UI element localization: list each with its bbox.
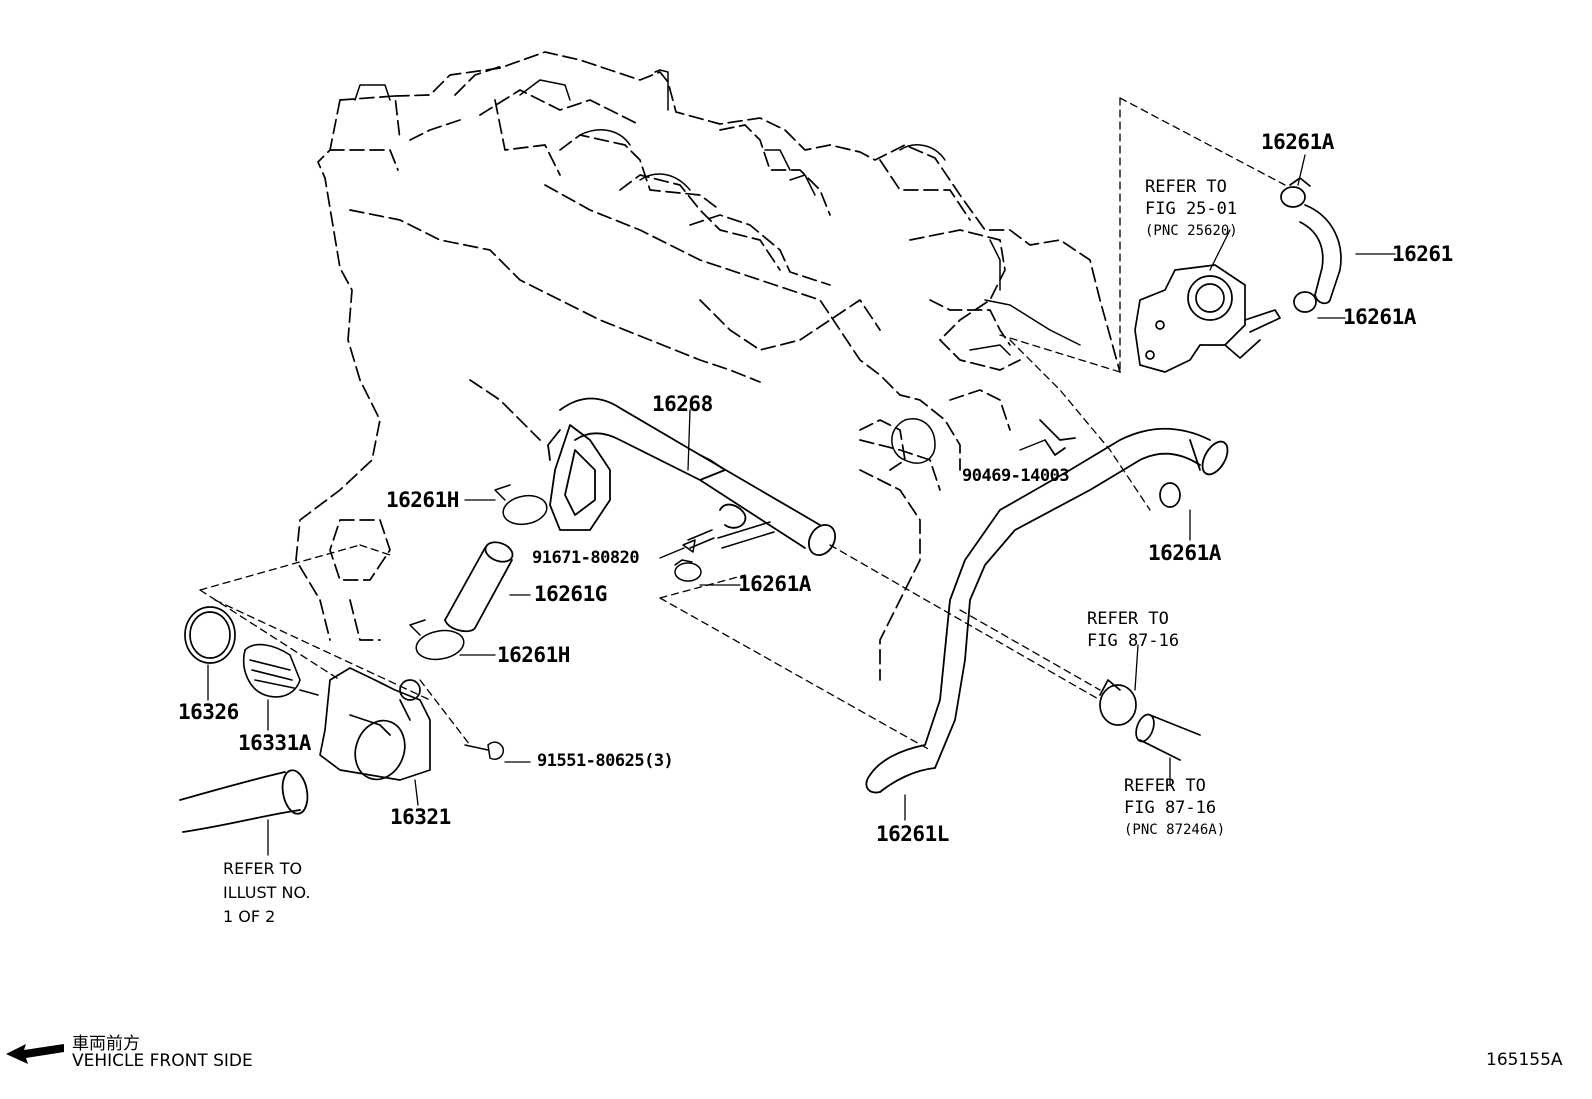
engine-outline <box>295 51 1121 681</box>
reference-illust-no[interactable]: REFER TO ILLUST NO. 1 OF 2 <box>223 857 310 929</box>
thermostat-housing <box>319 667 431 781</box>
part-label-16261A-right[interactable]: 16261A <box>1343 305 1416 329</box>
part-label-16261L[interactable]: 16261L <box>876 822 949 846</box>
part-label-91671-80820[interactable]: 91671-80820 <box>532 548 640 568</box>
reference-line: ILLUST NO. <box>223 883 311 902</box>
reference-line: FIG 87-16 <box>1124 798 1217 818</box>
thermostat <box>243 643 319 698</box>
hose-16261G <box>444 541 514 633</box>
vehicle-front-label-jp: 車両前方 <box>72 1034 140 1054</box>
reference-fig-87-16-b[interactable]: REFER TO FIG 87-16 (PNC 87246A) <box>1124 775 1225 841</box>
clamps-middle <box>409 484 702 661</box>
vehicle-front-arrow-icon <box>6 1044 64 1064</box>
drawing-number: 165155A <box>1486 1050 1563 1070</box>
reference-line: REFER TO <box>1145 177 1227 197</box>
reference-fig-87-16-a[interactable]: REFER TO FIG 87-16 <box>1087 608 1179 652</box>
reference-line: REFER TO <box>1124 776 1206 796</box>
part-label-16261G[interactable]: 16261G <box>534 582 607 606</box>
engine-details <box>354 69 1081 464</box>
part-label-16261[interactable]: 16261 <box>1392 242 1453 266</box>
part-label-91551-80625[interactable]: 91551-80625(3) <box>537 751 674 771</box>
part-label-16261H-bot[interactable]: 16261H <box>497 643 570 667</box>
part-label-16326[interactable]: 16326 <box>178 700 239 724</box>
dashed-leaders <box>199 97 1286 751</box>
leader-lines <box>207 154 1396 856</box>
reference-fig-25-01[interactable]: REFER TO FIG 25-01 (PNC 25620) <box>1145 176 1238 242</box>
reference-line: FIG 87-16 <box>1087 631 1180 651</box>
part-label-16261A-top[interactable]: 16261A <box>1261 130 1334 154</box>
hose-right <box>1099 482 1201 761</box>
part-label-16331A[interactable]: 16331A <box>238 731 311 755</box>
vehicle-front-label-en: VEHICLE FRONT SIDE <box>72 1051 253 1071</box>
part-label-16261A-hose[interactable]: 16261A <box>1148 541 1221 565</box>
part-label-16261H-top[interactable]: 16261H <box>386 488 459 512</box>
throttle-body <box>1134 264 1281 373</box>
reference-line: 1 OF 2 <box>223 907 276 926</box>
hose-16261L <box>865 427 1229 794</box>
part-label-16321[interactable]: 16321 <box>390 805 451 829</box>
part-label-16268[interactable]: 16268 <box>652 392 713 416</box>
reference-line: (PNC 25620) <box>1145 223 1238 239</box>
reference-line: (PNC 87246A) <box>1124 822 1226 838</box>
gasket <box>184 606 236 664</box>
reference-line: REFER TO <box>223 859 303 878</box>
part-label-90469-14003[interactable]: 90469-14003 <box>962 466 1070 486</box>
part-label-16261A-mid[interactable]: 16261A <box>738 572 811 596</box>
bolts <box>464 521 775 760</box>
hose-16261 <box>1039 177 1342 456</box>
reference-line: FIG 25-01 <box>1145 199 1238 219</box>
pipe-16268 <box>547 397 837 556</box>
reference-line: REFER TO <box>1087 609 1169 629</box>
lower-hose <box>179 769 309 833</box>
